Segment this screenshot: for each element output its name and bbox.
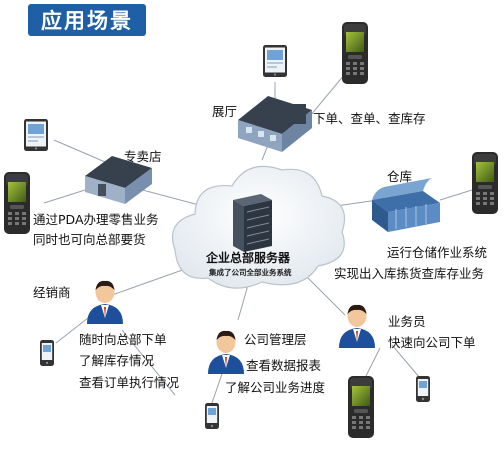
store-desc-1: 通过PDA办理零售业务: [33, 212, 159, 227]
dealer-person-icon: [87, 280, 123, 324]
warehouse-pda-icon: [472, 152, 498, 214]
showroom-name: 展厅: [212, 104, 238, 119]
showroom-building-icon: [238, 96, 312, 152]
server-sublabel: 集成了公司全部业务系统: [209, 268, 292, 277]
management-phone-icon: [205, 403, 219, 429]
management-desc-1: 查看数据报表: [246, 358, 322, 373]
management-person-icon: [208, 330, 244, 374]
warehouse-name: 仓库: [387, 169, 413, 184]
link-warehouse-pda: [439, 189, 473, 201]
link-dealer-phone: [55, 317, 89, 344]
link-store-pda: [43, 189, 86, 204]
warehouse-building-icon: [372, 178, 440, 232]
page-title: 应用场景: [28, 4, 146, 36]
link-salesman-phone: [391, 344, 421, 379]
server-icon: [233, 194, 272, 252]
server-label: 企业总部服务器: [206, 251, 291, 265]
showroom-tablet-icon: [263, 45, 287, 77]
showroom-pda-icon: [342, 22, 368, 84]
dealer-phone-icon: [40, 340, 54, 366]
management-desc-2: 了解公司业务进度: [225, 380, 326, 395]
salesman-name: 业务员: [388, 314, 426, 329]
salesman-phone-icon: [416, 376, 430, 402]
link-dealer-pda: [121, 329, 176, 396]
dealer-name: 经销商: [33, 285, 71, 300]
store-desc-2: 同时也可向总部要货: [33, 232, 146, 247]
dealer-desc-2: 了解库存情况: [79, 353, 155, 368]
store-building-icon: [85, 156, 152, 204]
dealer-desc-3: 查看订单执行情况: [79, 375, 180, 390]
salesman-pda-icon: [348, 376, 374, 438]
salesman-person-icon: [339, 304, 375, 348]
link-store-tablet: [53, 139, 113, 166]
link-salesman-pda: [364, 347, 381, 379]
warehouse-desc-2: 实现出入库拣货查库存业务: [334, 266, 485, 281]
salesman-desc-1: 快速向公司下单: [388, 335, 476, 350]
store-tablet-icon: [24, 119, 48, 151]
store-pda-icon: [4, 172, 30, 234]
management-name: 公司管理层: [244, 332, 307, 347]
dealer-desc-1: 随时向总部下单: [79, 332, 167, 347]
warehouse-desc-1: 运行仓储作业系统: [387, 245, 488, 260]
showroom-desc-1: 下单、查单、查库存: [313, 111, 426, 126]
link-management: [237, 284, 249, 321]
store-name: 专卖店: [124, 149, 162, 164]
